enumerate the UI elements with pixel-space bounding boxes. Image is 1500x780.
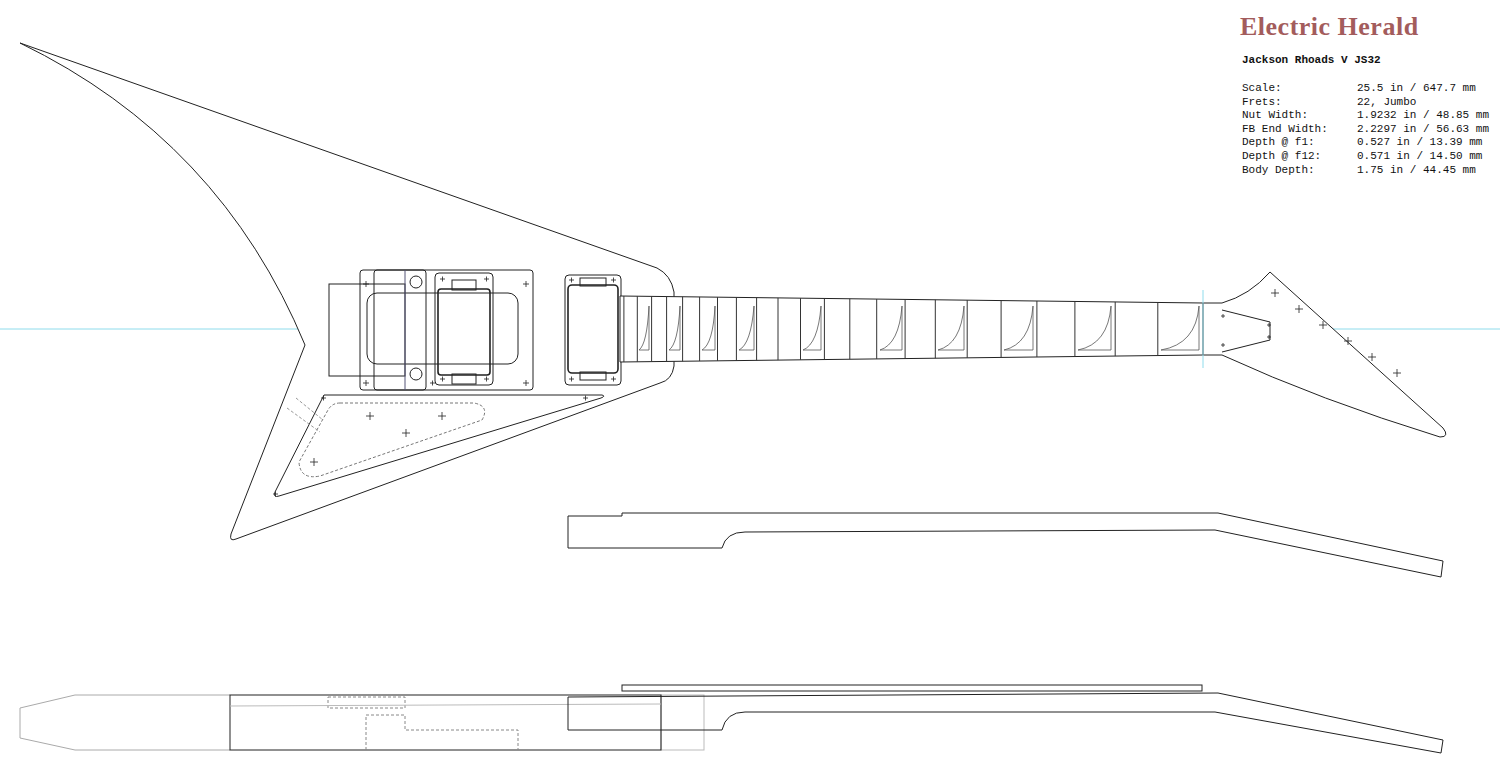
truss-cover	[1222, 310, 1270, 352]
bridge-plate	[374, 270, 426, 390]
stud	[410, 276, 422, 288]
pickup-ring	[565, 275, 621, 385]
spec-label: Body Depth:	[1242, 164, 1315, 177]
blueprint-lines	[0, 43, 1500, 753]
cavity-profile	[366, 715, 518, 750]
jack-route	[287, 398, 323, 432]
horn-profile	[661, 695, 704, 750]
fretboard-profile	[622, 685, 1202, 691]
spec-label: Scale:	[1242, 82, 1282, 95]
spec-label: Depth @ f12:	[1242, 150, 1321, 163]
spec-value: 22, Jumbo	[1357, 96, 1416, 109]
top-line	[230, 704, 661, 706]
frets	[624, 290, 1199, 370]
logo-title: Electric Herald	[1240, 12, 1419, 42]
pickup-tab	[580, 278, 606, 286]
spec-value: 2.2297 in / 56.63 mm	[1357, 123, 1489, 136]
spec-label: Nut Width:	[1242, 109, 1308, 122]
body-profile	[230, 695, 661, 750]
headstock	[1203, 272, 1446, 437]
pickup	[568, 285, 618, 373]
pickup	[438, 289, 490, 375]
spec-value: 25.5 in / 647.7 mm	[1357, 82, 1476, 95]
spec-value: 1.75 in / 44.45 mm	[1357, 164, 1476, 177]
spec-label: Depth @ f1:	[1242, 136, 1315, 149]
crosses	[363, 277, 616, 387]
pickup-tab	[580, 372, 606, 380]
control-cavity	[299, 403, 485, 477]
model-name: Jackson Rhoads V JS32	[1242, 54, 1381, 67]
screw-marks	[363, 277, 616, 387]
sharkfin-inlays	[639, 306, 1199, 350]
control-plate	[275, 395, 604, 497]
spec-value: 0.571 in / 14.50 mm	[1357, 150, 1482, 163]
spec-label: FB End Width:	[1242, 123, 1328, 136]
spec-label: Frets:	[1242, 96, 1282, 109]
spec-value: 0.527 in / 13.39 mm	[1357, 136, 1482, 149]
trem-cavity	[367, 293, 518, 364]
tremolo-route	[360, 270, 533, 390]
fret-lines	[624, 290, 1158, 370]
tuner-marks	[1221, 289, 1401, 377]
bridge-line	[405, 270, 406, 390]
pickup-tab	[452, 280, 476, 290]
stud	[410, 368, 422, 380]
body-outline	[20, 43, 674, 540]
crosses	[273, 396, 588, 497]
nut-line	[1203, 290, 1204, 368]
neck-side-view	[568, 513, 1443, 577]
neck-profile	[568, 693, 1443, 753]
spec-value: 1.9232 in / 48.85 mm	[1357, 109, 1489, 122]
pickup-ring	[435, 273, 493, 385]
trem-route-profile	[328, 697, 405, 708]
pickup-tab	[452, 374, 476, 384]
wing-profile	[20, 695, 230, 750]
